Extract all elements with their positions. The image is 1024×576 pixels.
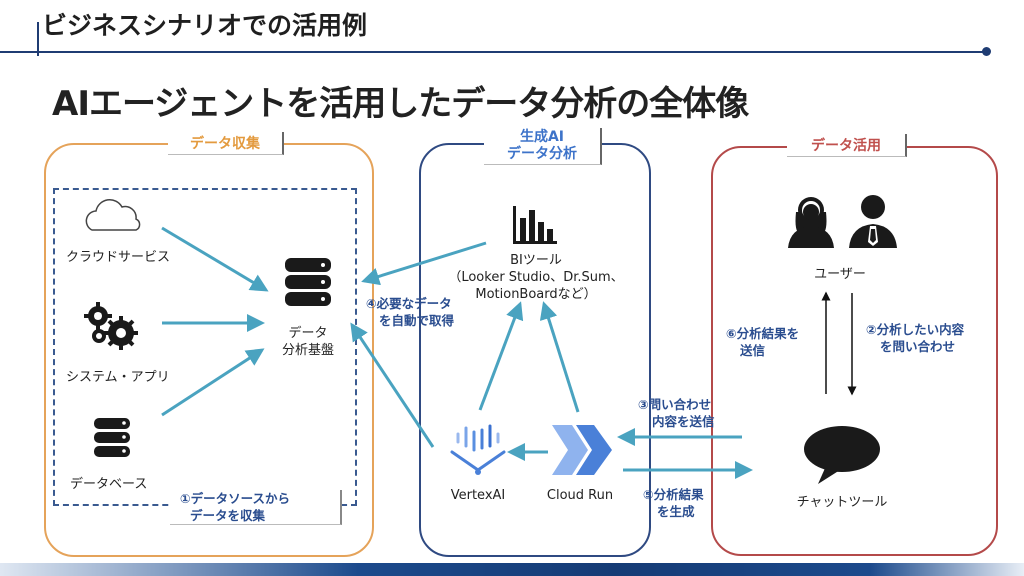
step-2-line2: を問い合わせ <box>880 339 956 354</box>
chat-tool-label: チャットツール <box>796 495 888 510</box>
cloud-run-label: Cloud Run <box>546 488 614 503</box>
data-platform-label-line1: データ <box>288 326 328 341</box>
bi-tool-label-line1: BIツール <box>510 253 562 268</box>
step-1-line1: ①データソースから <box>180 491 290 506</box>
user-female-icon <box>788 197 834 248</box>
step-6-line1: ⑥分析結果を <box>726 326 800 341</box>
slide-title: AIエージェントを活用したデータ分析の全体像 <box>52 84 749 124</box>
database-icon <box>94 418 130 457</box>
vertex-ai-icon <box>450 424 506 475</box>
panel-label-use: データ活用 <box>787 134 907 157</box>
panel-label-collect: データ収集 <box>168 132 284 155</box>
step-2-note: ②分析したい内容 を問い合わせ <box>866 321 964 355</box>
footer-gradient-bar <box>0 563 1024 576</box>
gears-icon <box>84 302 138 350</box>
step-1-note: ①データソースから データを収集 <box>170 490 342 525</box>
cloud-run-icon <box>552 425 612 475</box>
step-5-line1: ⑤分析結果 <box>643 487 704 502</box>
cloud-icon <box>85 199 141 231</box>
user-male-icon <box>849 195 897 248</box>
data-platform-label-line2: 分析基盤 <box>281 343 334 358</box>
section-heading: ビジネスシナリオでの活用例 <box>42 11 368 40</box>
bi-tool-label-line3: MotionBoardなど） <box>475 287 597 302</box>
vertex-ai-label: VertexAI <box>450 488 506 503</box>
system-app-label: システム・アプリ <box>66 370 170 385</box>
arrow-vertex-to-bi <box>478 301 524 411</box>
arrow-cloud-to-platform <box>161 226 269 292</box>
panel-label-analyze-line2: データ分析 <box>507 146 577 162</box>
cloud-service-label: クラウドサービス <box>66 250 171 265</box>
bar-chart-icon <box>513 206 557 244</box>
database-label: データベース <box>70 477 148 492</box>
header-accent-line <box>37 22 39 56</box>
step-4-line2: を自動で取得 <box>379 313 455 328</box>
arrow-ai-fetch-data <box>350 322 435 448</box>
bi-tool-label-line2: （Looker Studio、Dr.Sum、 <box>448 270 624 285</box>
arrow-db-to-platform <box>161 348 265 417</box>
step-4-note: ④必要なデータ を自動で取得 <box>366 295 454 329</box>
chat-bubble-icon <box>804 426 880 484</box>
step-5-note: ⑤分析結果 を生成 <box>643 486 704 520</box>
step-5-line2: を生成 <box>657 504 695 519</box>
step-3-line1: ③問い合わせ <box>638 397 712 412</box>
bi-tool-label: BIツール （Looker Studio、Dr.Sum、 MotionBoard… <box>444 252 628 303</box>
step-3-line2: 内容を送信 <box>652 414 715 429</box>
data-platform-icon <box>285 258 331 306</box>
data-platform-label: データ 分析基盤 <box>270 325 346 359</box>
header-rule-dot <box>982 47 991 56</box>
step-3-note: ③問い合わせ 内容を送信 <box>638 396 715 430</box>
flow-arrows <box>161 226 753 479</box>
arrow-bi-to-platform <box>361 241 487 286</box>
panel-label-analyze: 生成AI データ分析 <box>484 128 602 165</box>
step-6-note: ⑥分析結果を 送信 <box>726 325 799 359</box>
step-6-line2: 送信 <box>740 343 766 358</box>
arrow-run-to-bi <box>539 301 580 413</box>
step-1-line2: データを収集 <box>190 508 266 523</box>
step-4-line1: ④必要なデータ <box>366 296 452 311</box>
panel-label-analyze-line1: 生成AI <box>519 129 565 145</box>
header-rule <box>0 51 988 53</box>
user-label: ユーザー <box>814 267 866 282</box>
step-2-line1: ②分析したい内容 <box>866 322 965 337</box>
